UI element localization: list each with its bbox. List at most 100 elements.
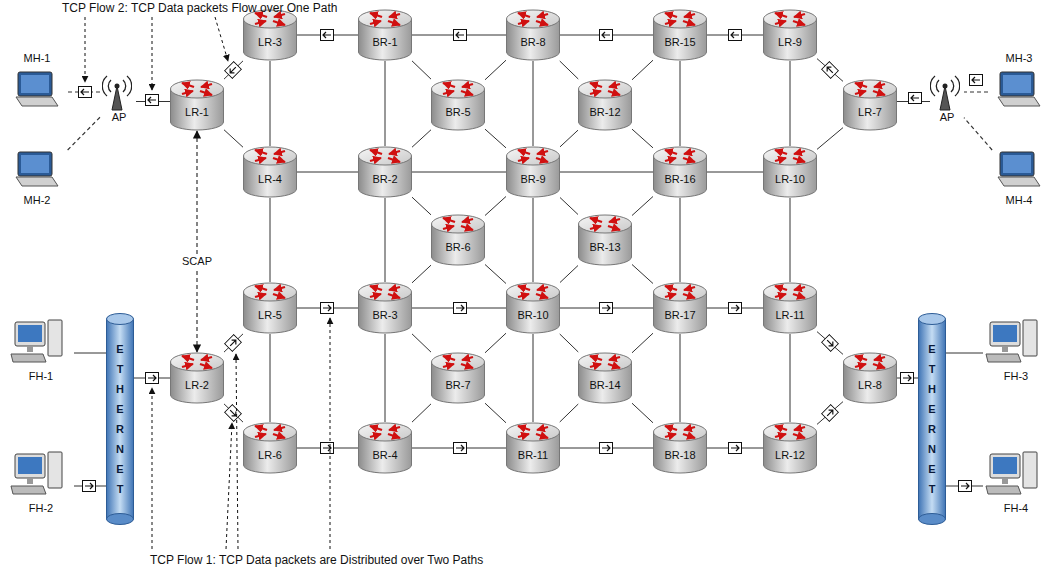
- router-icon-part-part: [255, 286, 267, 290]
- router-icon-part-part: [665, 294, 676, 297]
- network-link: [485, 403, 506, 423]
- router-icon-part-part: [182, 356, 194, 360]
- router-icon-part: [775, 150, 805, 162]
- router-icon-part-part: [775, 21, 786, 24]
- network-link: [270, 198, 271, 282]
- router-icon-part-part: [370, 426, 382, 430]
- router: LR-4: [243, 146, 297, 198]
- router-icon: [843, 79, 897, 131]
- router-icon-part-part: [443, 91, 454, 94]
- router-icon: [243, 422, 297, 474]
- packet-icon: [146, 95, 159, 106]
- router-icon-part-part: [684, 287, 695, 290]
- router-icon-part-part: [794, 287, 805, 290]
- router-label: BR-17: [653, 309, 707, 322]
- network-link: [560, 35, 653, 36]
- router-label: BR-11: [506, 449, 560, 462]
- desktop-icon-part: [27, 478, 33, 484]
- dashed-link: [68, 91, 102, 92]
- router-icon-part: [665, 150, 695, 162]
- router-icon: [243, 282, 297, 334]
- router-icon: [431, 214, 485, 266]
- network-link: [707, 35, 763, 36]
- router-icon-part-part: [518, 21, 529, 24]
- router: BR-6: [431, 214, 485, 266]
- leader-lines-part: [215, 17, 228, 61]
- leader-lines-part: [236, 354, 238, 549]
- router-icon: [358, 146, 412, 198]
- router-icon-part: [844, 80, 897, 98]
- flow-caption: TCP Flow 2: TCP Data packets Flow over O…: [62, 1, 337, 15]
- network-link: [412, 172, 506, 173]
- router-icon-part-part: [389, 287, 400, 290]
- router-icon-part-part: [775, 294, 786, 297]
- laptop-icon-part: [1000, 72, 1034, 96]
- router-icon-part: [182, 83, 212, 95]
- router-icon-part-part: [684, 151, 695, 154]
- router-icon-part-part: [462, 219, 473, 222]
- laptop-icon-part: [998, 97, 1040, 106]
- host-label: FH-2: [8, 502, 74, 515]
- router-icon-part-part: [273, 294, 285, 298]
- router-icon-part: [370, 13, 400, 25]
- router-label: BR-3: [358, 309, 412, 322]
- network-link: [533, 198, 534, 282]
- network-link: [224, 61, 243, 79]
- network-link: [560, 334, 579, 352]
- router-label: LR-2: [170, 379, 224, 392]
- router-icon-part-part: [590, 83, 602, 87]
- laptop-icon-part: [1003, 75, 1031, 93]
- network-link: [297, 35, 358, 36]
- router-icon-part-part: [855, 83, 867, 87]
- ethernet-cylinder-part: [107, 514, 134, 525]
- router-icon-part: [432, 215, 485, 233]
- router-icon-part-part: [255, 158, 266, 161]
- router-icon-part-part: [370, 434, 381, 437]
- router-icon-part-part: [665, 434, 676, 437]
- mobile-host: MH-3: [988, 52, 1050, 112]
- router-icon-part-part: [388, 158, 400, 162]
- network-link: [946, 353, 983, 354]
- router-label: BR-9: [506, 173, 560, 186]
- router-icon-part: [665, 426, 695, 438]
- router-label: LR-1: [170, 106, 224, 119]
- packet-icon: [729, 30, 742, 41]
- router-icon-part-part: [536, 434, 548, 438]
- router-icon-part-part: [274, 151, 285, 154]
- router-icon-part: [359, 423, 412, 441]
- host-label: MH-3: [988, 52, 1050, 65]
- router-icon-part-part: [255, 434, 266, 437]
- router-icon-part-part: [518, 294, 529, 297]
- router-icon-part-part: [255, 21, 266, 24]
- network-link: [680, 198, 681, 282]
- router-icon-part: [654, 10, 707, 28]
- desktop-icon-part: [990, 454, 1020, 478]
- ethernet-cylinder-part: [919, 319, 946, 519]
- router-label: LR-6: [243, 449, 297, 462]
- network-link: [560, 266, 578, 283]
- fixed-host: FH-1: [8, 318, 74, 388]
- router-icon: [763, 9, 817, 61]
- router-icon-part: [764, 10, 817, 28]
- router-icon-part: [764, 283, 817, 301]
- bus-label: ETHERNET: [115, 339, 126, 499]
- laptop-icon-part: [21, 75, 49, 93]
- network-link: [817, 59, 843, 82]
- packet-icon: [970, 75, 983, 86]
- router: LR-5: [243, 282, 297, 334]
- packet-icon: [79, 87, 92, 98]
- router-icon: [243, 9, 297, 61]
- router-icon-part: [579, 80, 632, 98]
- router: LR-2: [170, 352, 224, 404]
- router: LR-8: [843, 352, 897, 404]
- router-icon-part: [359, 283, 412, 301]
- router-icon-part-part: [182, 83, 194, 87]
- network-link: [632, 129, 653, 148]
- router-icon: [506, 422, 560, 474]
- router-icon-part-part: [590, 356, 602, 360]
- fixed-host: FH-3: [983, 318, 1049, 388]
- dashed-link: [68, 115, 102, 150]
- desktop-icon-part: [993, 325, 1017, 342]
- laptop-icon-part: [18, 72, 52, 96]
- fixed-host: FH-2: [8, 450, 74, 522]
